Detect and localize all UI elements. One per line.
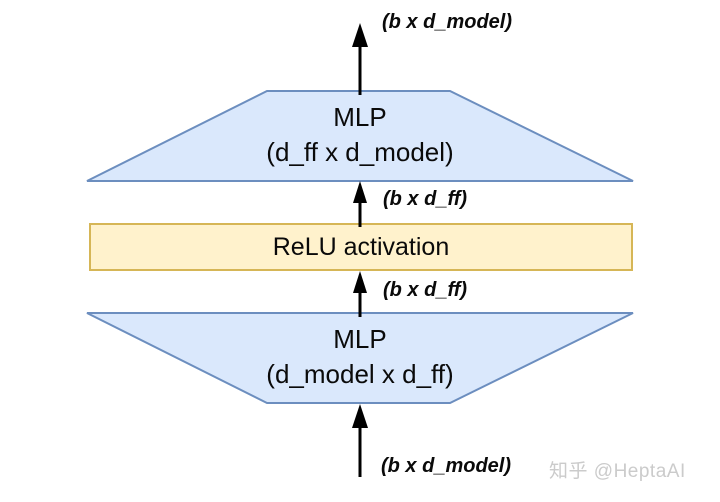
input-dimension-label: (b x d_model) (381, 455, 512, 477)
bottom-mlp-title: MLP (333, 324, 387, 354)
bottom-mlp-to-relu-arrow (353, 271, 367, 317)
output-arrow (352, 23, 368, 95)
zhihu-watermark: 知乎 @HeptaAI (549, 461, 686, 482)
top-mlp-dims: (d_ff x d_model) (266, 137, 454, 167)
relu-activation-box (89, 223, 633, 271)
output-dimension-label: (b x d_model) (382, 11, 513, 33)
top-mlp-trapezoid (86, 90, 634, 182)
input-arrow (352, 404, 368, 477)
top-mlp-block-text: MLP (d_ff x d_model) (160, 100, 560, 170)
relu-activation-label: ReLU activation (272, 232, 450, 261)
bottom-mlp-to-relu-arrow-head-icon (353, 271, 367, 293)
top-mlp-title: MLP (333, 102, 387, 132)
hidden-dimension-label-upper: (b x d_ff) (383, 188, 468, 210)
bottom-mlp-block-text: MLP (d_model x d_ff) (160, 322, 560, 392)
output-arrow-head-icon (352, 23, 368, 47)
input-arrow-head-icon (352, 404, 368, 428)
relu-to-top-mlp-arrow-head-icon (353, 181, 367, 203)
hidden-dimension-label-lower: (b x d_ff) (383, 279, 468, 301)
bottom-mlp-trapezoid (86, 312, 634, 404)
relu-to-top-mlp-arrow (353, 181, 367, 227)
bottom-mlp-dims: (d_model x d_ff) (266, 359, 454, 389)
